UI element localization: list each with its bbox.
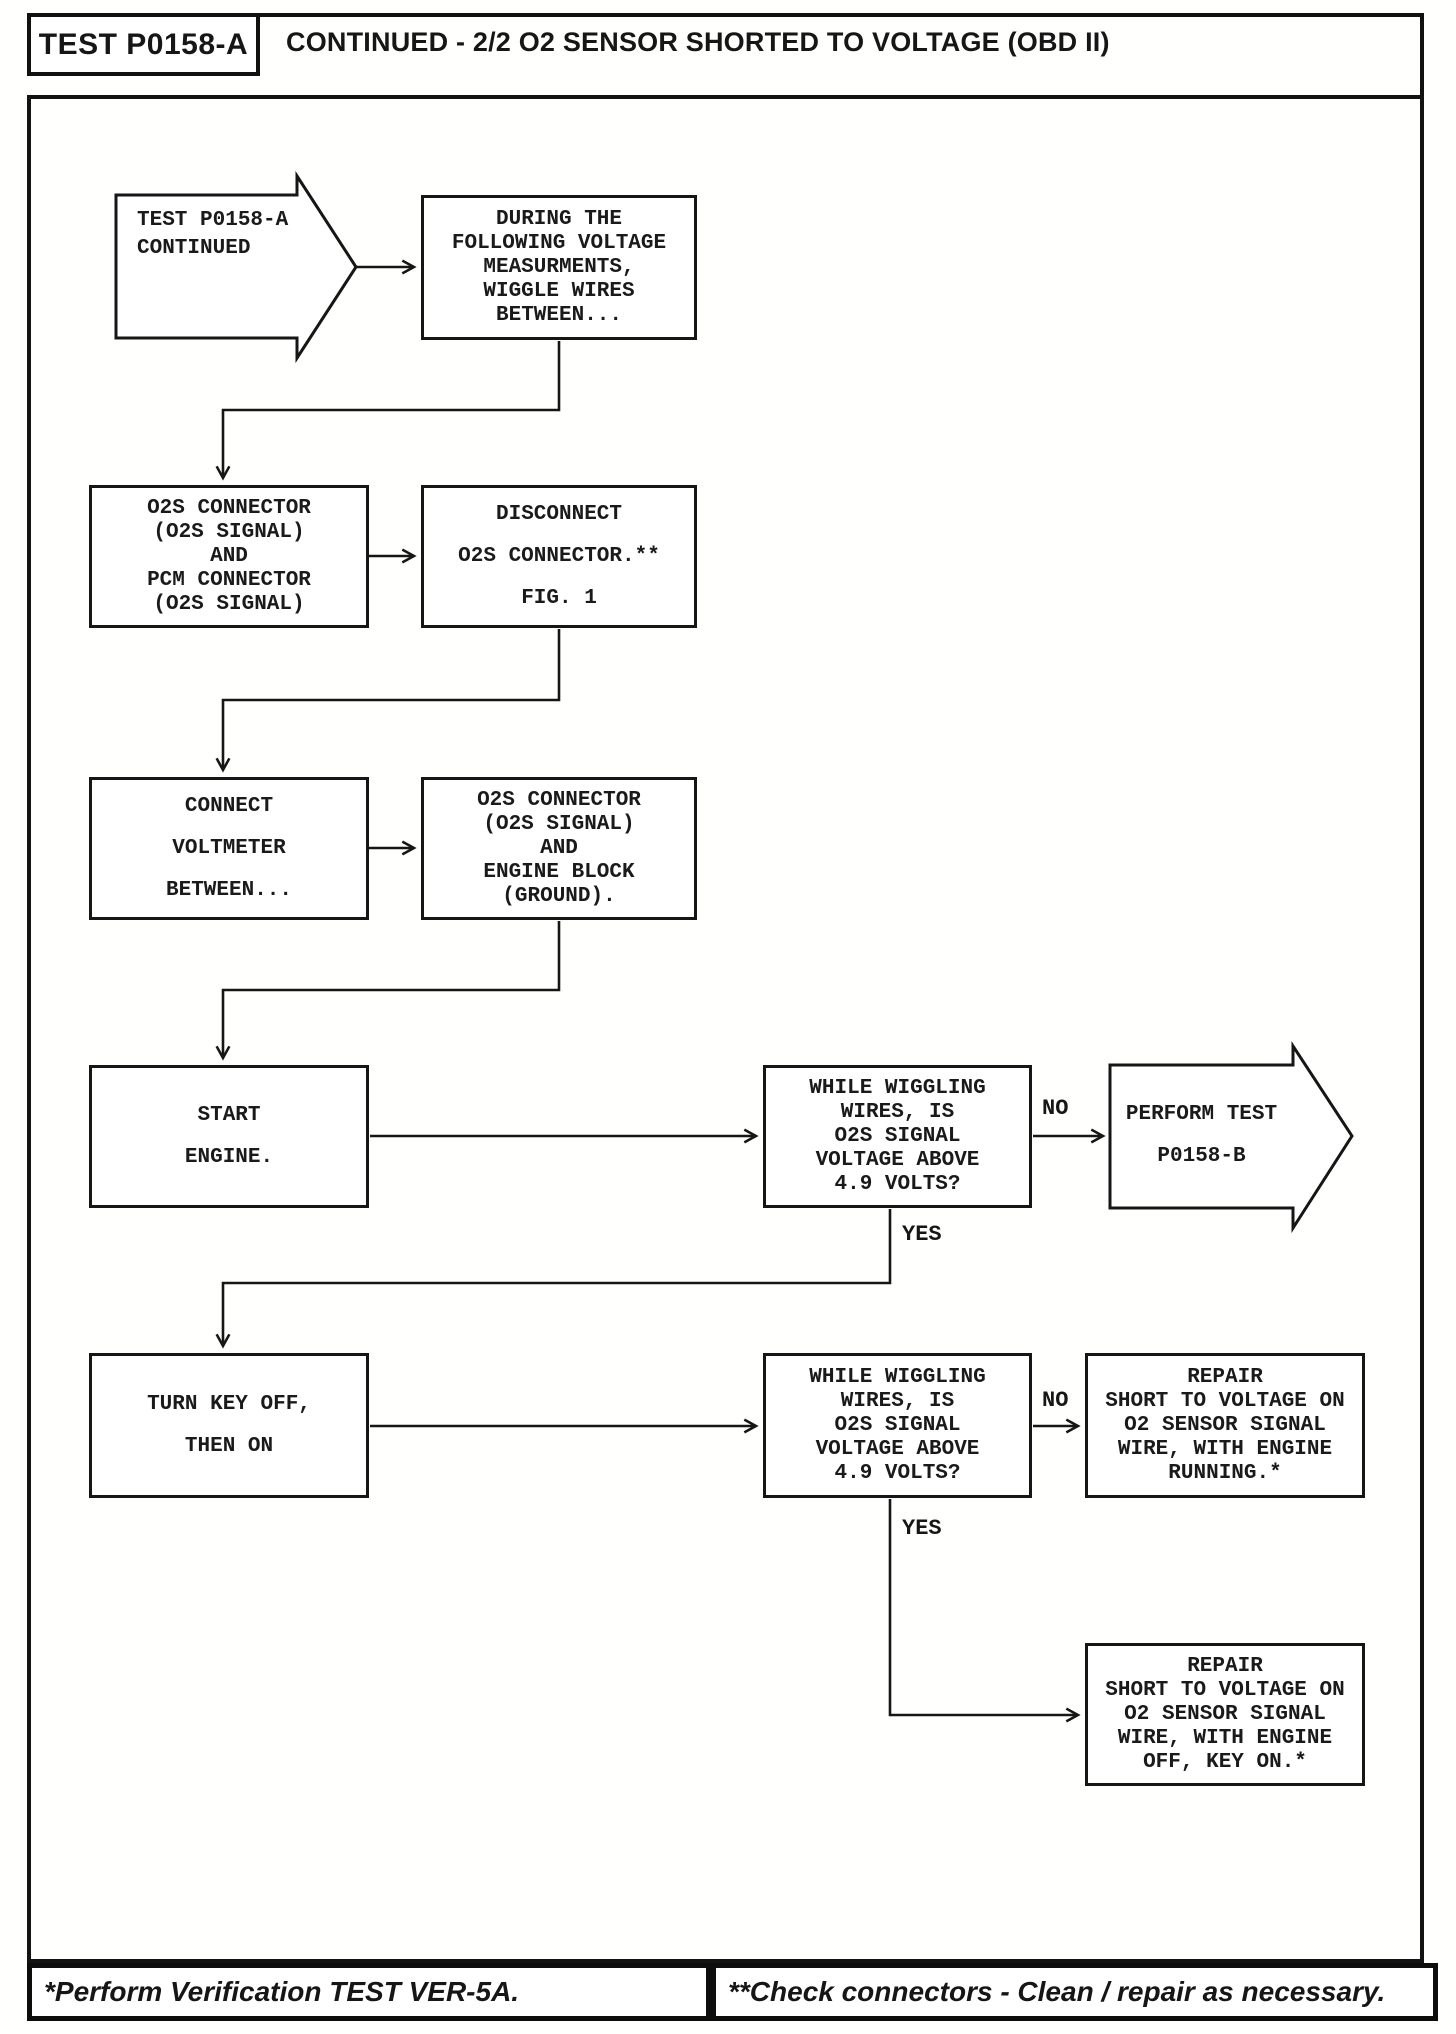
node-repair-key-on: REPAIR SHORT TO VOLTAGE ON O2 SENSOR SIG… — [1085, 1643, 1365, 1786]
node-line: START — [197, 1103, 261, 1127]
start-pentagon-shape — [114, 170, 358, 364]
node-line: FIG. 1 — [521, 586, 597, 610]
node-disconnect-o2s: DISCONNECT O2S CONNECTOR.** FIG. 1 — [421, 485, 697, 628]
header-strip — [27, 13, 1424, 95]
node-line: RUNNING.* — [1168, 1461, 1282, 1485]
node-line: REPAIR — [1187, 1654, 1263, 1678]
node-test-continued: TEST P0158-A CONTINUED — [137, 207, 288, 263]
node-line: (O2S SIGNAL) — [153, 520, 305, 544]
node-perform-test: PERFORM TEST P0158-B — [1110, 1094, 1293, 1178]
node-during-measurements: DURING THE FOLLOWING VOLTAGE MEASURMENTS… — [421, 195, 697, 340]
node-line: OFF, KEY ON.* — [1143, 1750, 1307, 1774]
node-line: PERFORM TEST — [1125, 1103, 1278, 1126]
node-line: CONNECT — [184, 794, 274, 818]
node-line: O2S SIGNAL — [834, 1124, 961, 1148]
node-line: DISCONNECT — [495, 502, 623, 526]
test-id-box: TEST P0158-A — [27, 13, 260, 76]
node-line: VOLTMETER — [172, 836, 286, 860]
node-line: MEASURMENTS, — [483, 255, 635, 279]
node-connect-voltmeter: CONNECT VOLTMETER BETWEEN... — [89, 777, 369, 920]
footnote-verification-text: *Perform Verification TEST VER-5A. — [44, 1976, 520, 2007]
node-line: AND — [210, 544, 248, 568]
node-line: VOLTAGE ABOVE — [815, 1148, 980, 1172]
page-title: CONTINUED - 2/2 O2 SENSOR SHORTED TO VOL… — [286, 27, 1110, 57]
node-line: WIRE, WITH ENGINE — [1117, 1726, 1333, 1750]
node-line: PCM CONNECTOR — [147, 568, 311, 592]
perform-test-pentagon-shape — [1108, 1040, 1354, 1234]
branch-label-yes-2: YES — [902, 1516, 942, 1541]
branch-label-yes-1: YES — [902, 1222, 942, 1247]
footnote-verification: *Perform Verification TEST VER-5A. — [27, 1963, 711, 2021]
node-line: O2S SIGNAL — [834, 1413, 961, 1437]
node-line: (O2S SIGNAL) — [153, 592, 305, 616]
footnote-check-connectors-text: **Check connectors - Clean / repair as n… — [728, 1976, 1386, 2007]
node-line: CONTINUED — [137, 237, 251, 260]
node-line: DURING THE — [495, 207, 623, 231]
node-line: O2S CONNECTOR — [147, 496, 311, 520]
node-line: O2S CONNECTOR.** — [458, 544, 660, 568]
node-decision-wiggling-2: WHILE WIGGLING WIRES, IS O2S SIGNAL VOLT… — [763, 1353, 1032, 1498]
node-line: TEST P0158-A — [137, 209, 289, 232]
test-id-label: TEST P0158-A — [38, 27, 249, 61]
node-line: BETWEEN... — [165, 878, 293, 902]
node-line: VOLTAGE ABOVE — [815, 1437, 980, 1461]
node-line: ENGINE. — [184, 1145, 274, 1169]
node-line: O2S CONNECTOR — [477, 788, 641, 812]
node-line: WIRE, WITH ENGINE — [1117, 1437, 1333, 1461]
node-line: P0158-B — [1157, 1145, 1246, 1168]
node-line: TURN KEY OFF, — [147, 1392, 311, 1416]
node-line: (O2S SIGNAL) — [483, 812, 635, 836]
node-line: WIGGLE WIRES — [483, 279, 635, 303]
node-o2s-pcm-connector: O2S CONNECTOR (O2S SIGNAL) AND PCM CONNE… — [89, 485, 369, 628]
node-line: WHILE WIGGLING — [809, 1076, 986, 1100]
node-line: O2 SENSOR SIGNAL — [1124, 1702, 1326, 1726]
branch-label-no-1: NO — [1042, 1096, 1069, 1121]
node-line: (GROUND). — [502, 884, 616, 908]
node-line: WIRES, IS — [840, 1389, 955, 1413]
node-line: FOLLOWING VOLTAGE — [451, 231, 667, 255]
node-repair-engine-running: REPAIR SHORT TO VOLTAGE ON O2 SENSOR SIG… — [1085, 1353, 1365, 1498]
node-decision-wiggling-1: WHILE WIGGLING WIRES, IS O2S SIGNAL VOLT… — [763, 1065, 1032, 1208]
node-line: BETWEEN... — [495, 303, 623, 327]
node-line: O2 SENSOR SIGNAL — [1124, 1413, 1326, 1437]
node-line: REPAIR — [1187, 1365, 1263, 1389]
node-line: WIRES, IS — [840, 1100, 955, 1124]
footnote-check-connectors: **Check connectors - Clean / repair as n… — [711, 1963, 1438, 2021]
node-line: SHORT TO VOLTAGE ON — [1105, 1678, 1345, 1702]
node-start-engine: START ENGINE. — [89, 1065, 369, 1208]
node-turn-key: TURN KEY OFF, THEN ON — [89, 1353, 369, 1498]
node-line: WHILE WIGGLING — [809, 1365, 986, 1389]
node-line: AND — [540, 836, 578, 860]
branch-label-no-2: NO — [1042, 1388, 1069, 1413]
node-line: 4.9 VOLTS? — [834, 1172, 961, 1196]
node-o2s-engine-block: O2S CONNECTOR (O2S SIGNAL) AND ENGINE BL… — [421, 777, 697, 920]
chart-border — [27, 95, 1424, 1963]
node-line: SHORT TO VOLTAGE ON — [1105, 1389, 1345, 1413]
node-line: 4.9 VOLTS? — [834, 1461, 961, 1485]
node-line: THEN ON — [184, 1434, 274, 1458]
node-line: ENGINE BLOCK — [483, 860, 635, 884]
